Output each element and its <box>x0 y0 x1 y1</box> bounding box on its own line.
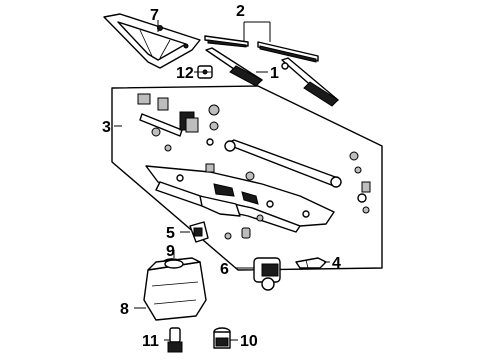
callout-7: 7 <box>150 7 159 24</box>
grommet <box>241 227 251 239</box>
motor-bracket <box>189 221 209 243</box>
cowl-vent-panel <box>103 13 201 69</box>
callout-9: 9 <box>166 243 175 260</box>
washer-nozzle <box>295 257 327 269</box>
callout-2: 2 <box>236 3 245 20</box>
callout-3: 3 <box>102 119 111 136</box>
callout-6: 6 <box>220 261 229 278</box>
callout-8: 8 <box>120 301 129 318</box>
washer-pump <box>213 327 231 349</box>
callout-12: 12 <box>176 65 194 82</box>
callout-1: 1 <box>270 65 279 82</box>
arm-nut <box>197 65 213 79</box>
wiper-arms <box>205 47 339 107</box>
washer-reservoir <box>143 257 207 321</box>
callout-10: 10 <box>240 333 258 350</box>
callout-11: 11 <box>142 333 159 350</box>
leader-lines <box>114 20 330 341</box>
wiper-blades <box>204 21 319 63</box>
callout-5: 5 <box>166 225 175 242</box>
wiper-motor <box>246 257 281 291</box>
callout-4: 4 <box>332 255 341 272</box>
washer-pump-small <box>167 327 183 353</box>
linkage-assembly <box>111 85 383 271</box>
